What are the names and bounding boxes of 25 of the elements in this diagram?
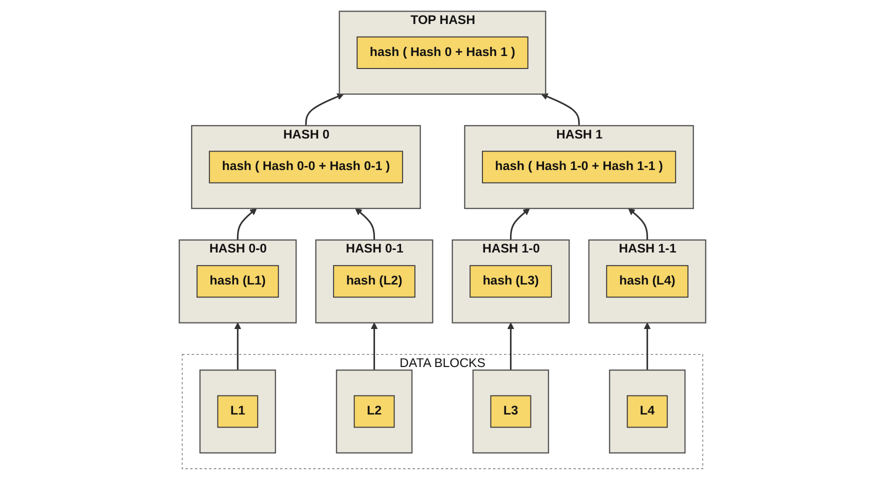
- node-box: hash (L4): [606, 265, 688, 298]
- arrow: [236, 208, 257, 240]
- arrow: [628, 208, 648, 240]
- arrow: [510, 208, 530, 240]
- arrow: [370, 322, 378, 370]
- cluster: [608, 370, 686, 454]
- arrow: [355, 208, 376, 240]
- arrow: [305, 93, 344, 126]
- node-box: hash ( Hash 0 + Hash 1 ): [356, 36, 528, 69]
- node-box: L3: [490, 395, 532, 428]
- cluster: [199, 370, 276, 454]
- node-box: hash (L1): [196, 265, 279, 298]
- arrow: [234, 322, 242, 370]
- node-box: L2: [354, 395, 395, 428]
- node-box: hash (L3): [470, 265, 552, 298]
- node-box: hash (L2): [333, 265, 416, 298]
- arrow: [644, 322, 651, 370]
- arrow: [507, 322, 514, 370]
- node-box: hash ( Hash 1-0 + Hash 1-1 ): [482, 150, 676, 184]
- node-box: L1: [217, 395, 258, 428]
- node-box: hash ( Hash 0-0 + Hash 0-1 ): [208, 150, 404, 184]
- cluster: [336, 370, 413, 454]
- cluster: [472, 370, 550, 454]
- node-box: L4: [626, 395, 668, 428]
- arrow: [541, 93, 580, 126]
